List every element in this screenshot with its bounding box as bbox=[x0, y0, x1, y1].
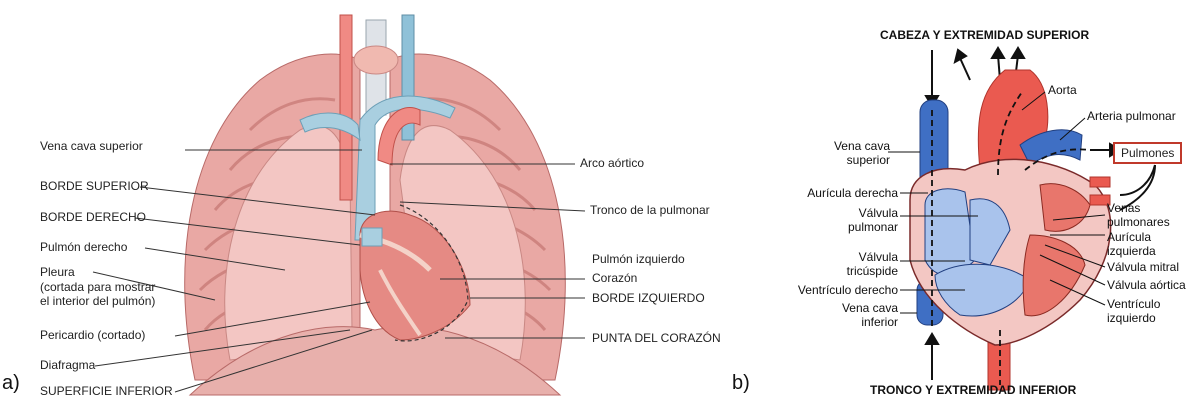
label-venas-pulmonares-2: pulmonares bbox=[1107, 216, 1170, 229]
label-vena-cava-inferior-1: Vena cava bbox=[820, 302, 898, 315]
label-vena-cava-superior-b1: Vena cava bbox=[820, 140, 890, 153]
label-ventriculo-izquierdo-1: Ventrículo bbox=[1107, 298, 1160, 311]
label-arteria-pulmonar: Arteria pulmonar bbox=[1087, 110, 1176, 123]
label-pleura: Pleura bbox=[40, 266, 75, 279]
panel-b-tag: b) bbox=[732, 372, 750, 395]
label-punta-corazon: PUNTA DEL CORAZÓN bbox=[592, 332, 721, 345]
label-diafragma: Diafragma bbox=[40, 359, 95, 372]
label-borde-izquierdo: BORDE IZQUIERDO bbox=[592, 292, 705, 305]
label-pulmon-izquierdo: Pulmón izquierdo bbox=[592, 253, 685, 266]
label-superficie-inferior: SUPERFICIE INFERIOR bbox=[40, 385, 173, 398]
label-pleura-note-2: el interior del pulmón) bbox=[40, 295, 155, 308]
label-ventriculo-izquierdo-2: izquierdo bbox=[1107, 312, 1156, 325]
heading-cabeza-extremidad-superior: CABEZA Y EXTREMIDAD SUPERIOR bbox=[880, 28, 1089, 42]
label-vena-cava-inferior-2: inferior bbox=[820, 316, 898, 329]
label-auricula-izquierda-2: izquierda bbox=[1107, 245, 1156, 258]
panel-b-circulation-diagram: CABEZA Y EXTREMIDAD SUPERIOR TRONCO Y EX… bbox=[760, 0, 1199, 400]
heart-circulation-drawing bbox=[760, 0, 1199, 400]
label-vena-cava-superior-b2: superior bbox=[820, 154, 890, 167]
label-tronco-pulmonar: Tronco de la pulmonar bbox=[590, 204, 710, 217]
label-valvula-tricuspide-2: tricúspide bbox=[820, 265, 898, 278]
panel-a-thorax-illustration: Vena cava superior BORDE SUPERIOR BORDE … bbox=[0, 0, 760, 400]
pulmones-box: Pulmones bbox=[1113, 142, 1182, 164]
panel-a-tag: a) bbox=[2, 372, 20, 395]
label-valvula-mitral: Válvula mitral bbox=[1107, 261, 1179, 274]
label-auricula-izquierda-1: Aurícula bbox=[1107, 231, 1151, 244]
label-vena-cava-superior: Vena cava superior bbox=[40, 140, 143, 153]
label-pericardio: Pericardio (cortado) bbox=[40, 329, 145, 342]
label-pleura-note-1: (cortada para mostrar bbox=[40, 281, 155, 294]
label-auricula-derecha: Aurícula derecha bbox=[770, 187, 898, 200]
label-valvula-pulmonar-2: pulmonar bbox=[820, 221, 898, 234]
label-borde-superior: BORDE SUPERIOR bbox=[40, 180, 149, 193]
heading-tronco-extremidad-inferior: TRONCO Y EXTREMIDAD INFERIOR bbox=[870, 383, 1076, 397]
label-ventriculo-derecho: Ventrículo derecho bbox=[762, 284, 898, 297]
label-corazon: Corazón bbox=[592, 272, 637, 285]
label-aorta: Aorta bbox=[1048, 84, 1077, 97]
label-valvula-tricuspide-1: Válvula bbox=[820, 251, 898, 264]
label-pulmon-derecho: Pulmón derecho bbox=[40, 241, 127, 254]
label-borde-derecho: BORDE DERECHO bbox=[40, 211, 146, 224]
label-valvula-pulmonar-1: Válvula bbox=[820, 207, 898, 220]
label-arco-aortico: Arco aórtico bbox=[580, 157, 644, 170]
label-valvula-aortica: Válvula aórtica bbox=[1107, 279, 1186, 292]
label-venas-pulmonares-1: Venas bbox=[1107, 202, 1140, 215]
